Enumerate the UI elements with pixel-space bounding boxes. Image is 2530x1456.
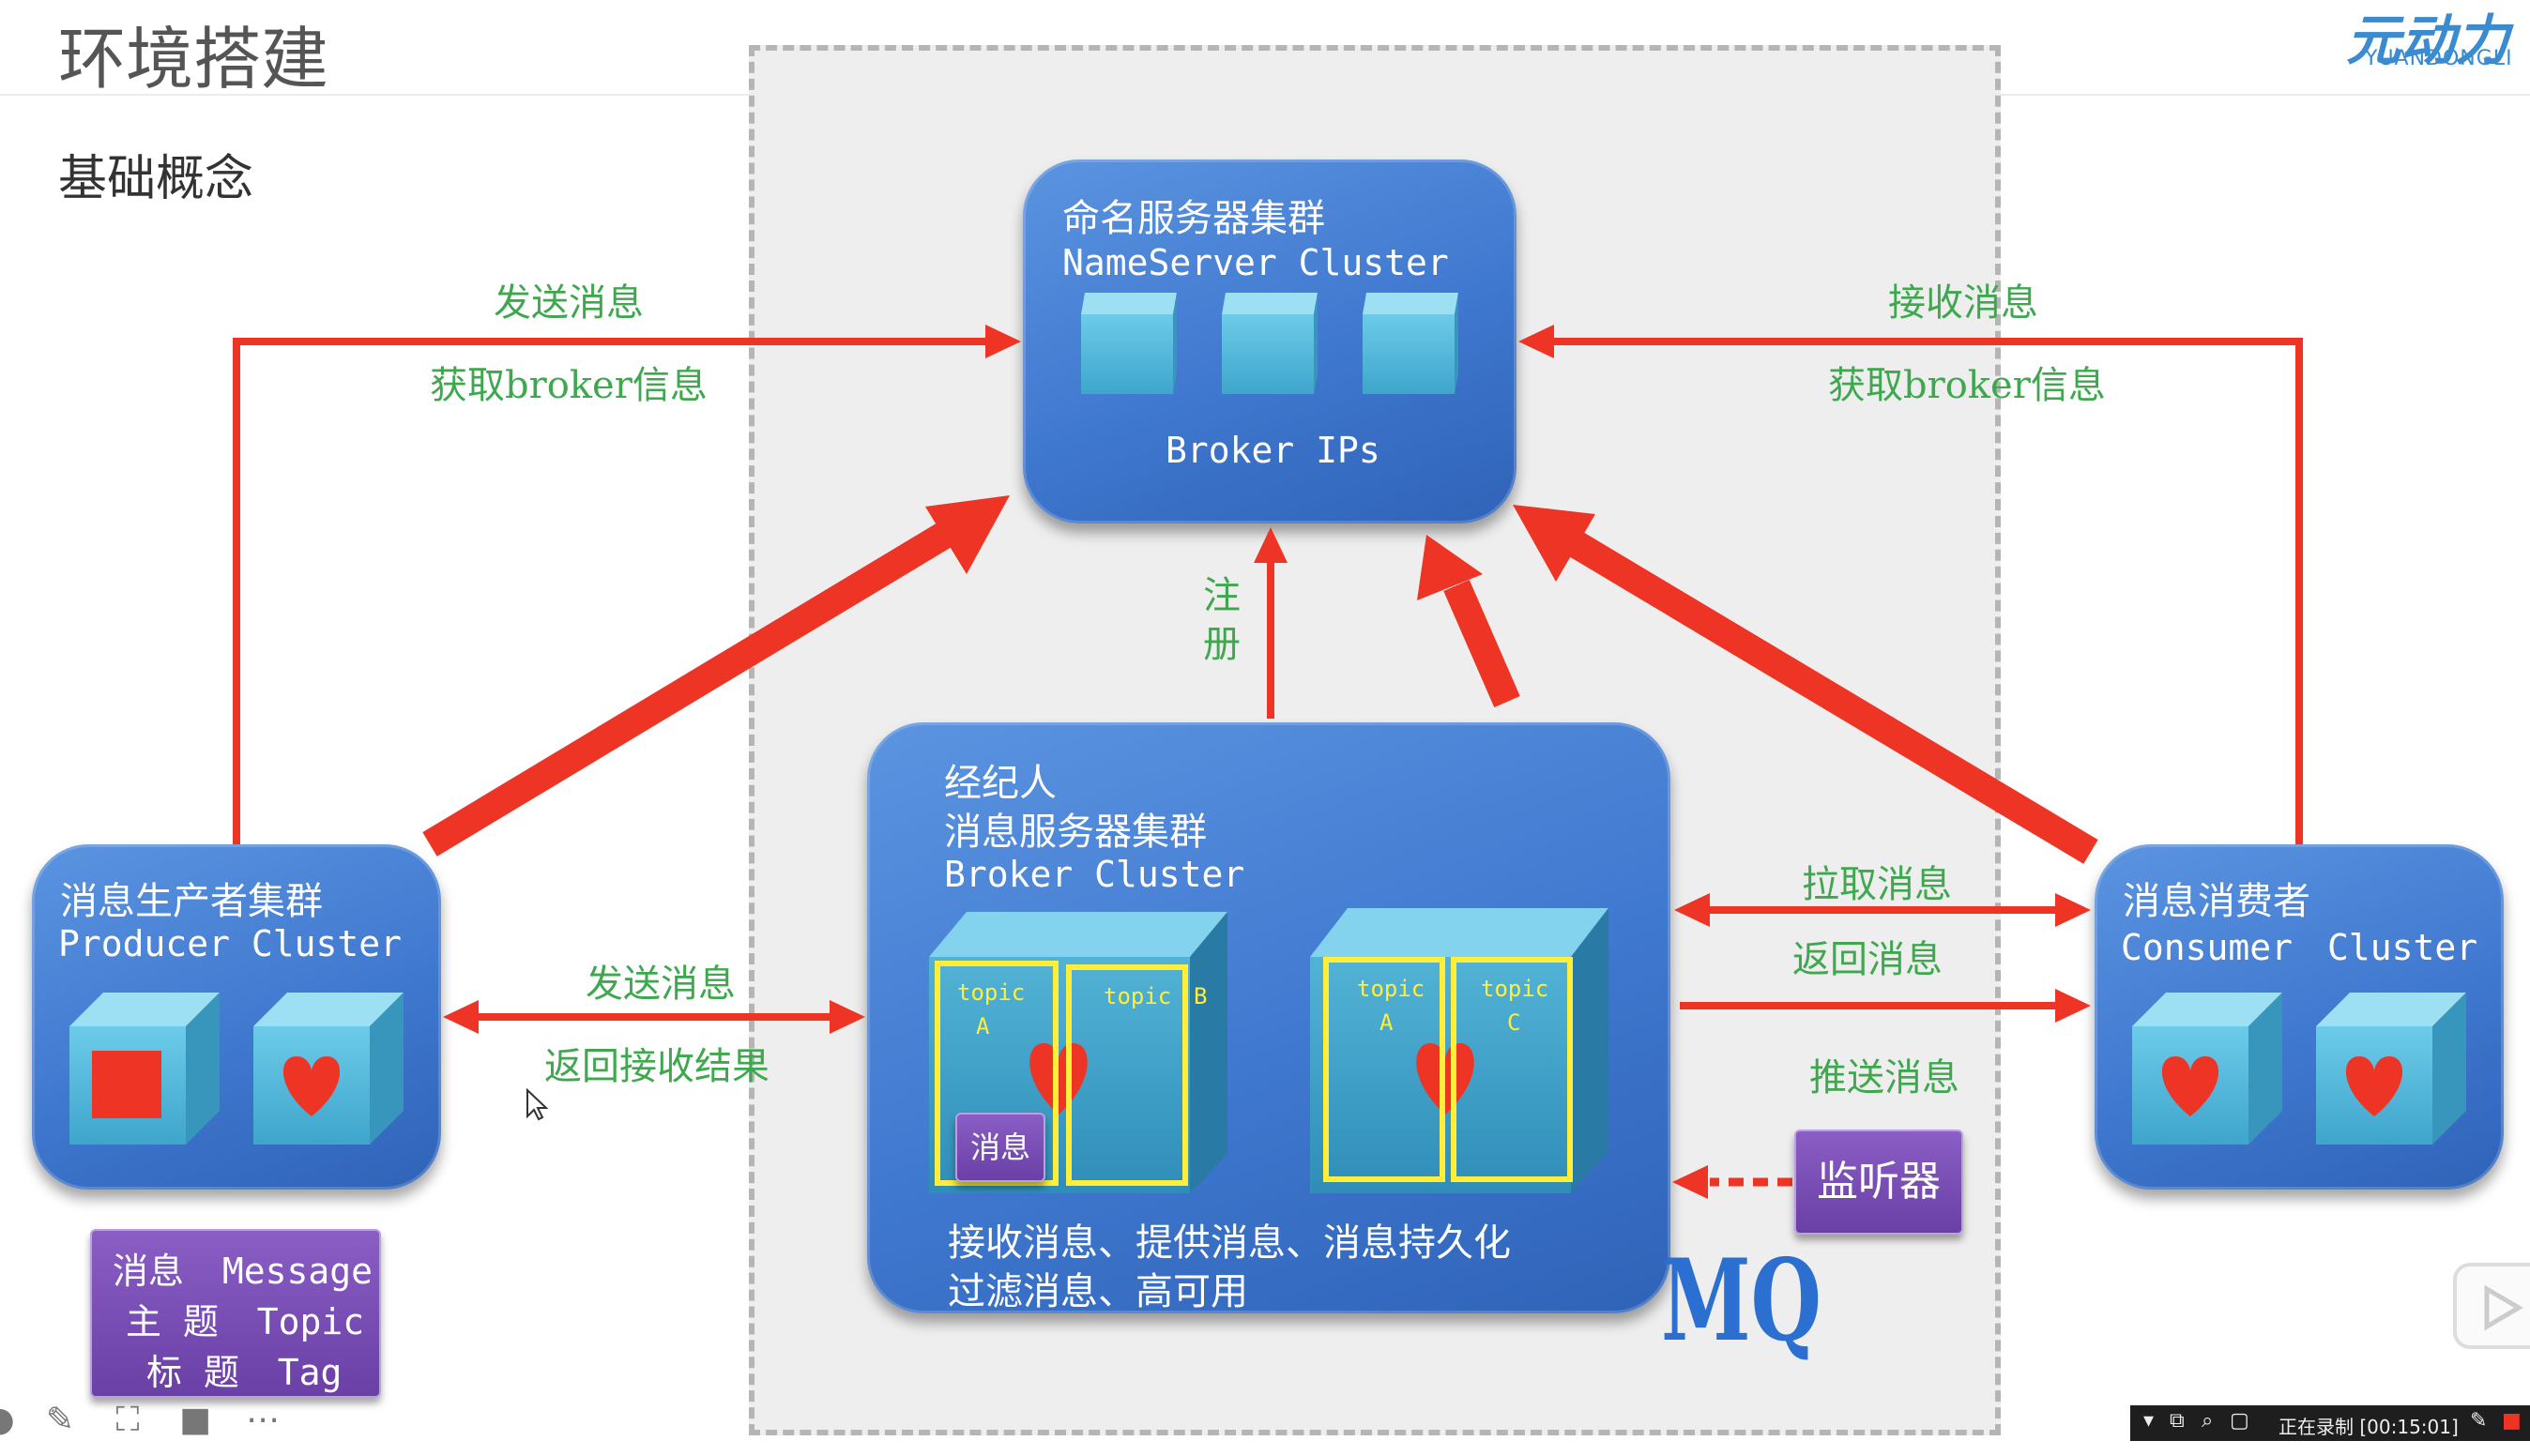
broker-title-line1: 经纪人 <box>944 762 1057 805</box>
producer-title-cn: 消息生产者集群 <box>60 880 323 923</box>
consumer-title-cn: 消息消费者 <box>2123 880 2310 923</box>
legend-line-1-cn: 消息 <box>113 1251 185 1292</box>
consumer-cube-1 <box>2132 993 2282 1145</box>
legend-line-3-cn: 标 题 <box>146 1352 239 1393</box>
legend-line-1: 消息 Message <box>113 1242 373 1294</box>
brand-logo-subtext: YUANDONGLI <box>2365 47 2513 70</box>
legend-line-2-cn: 主 题 <box>126 1301 219 1342</box>
arrowhead-push <box>2055 989 2091 1023</box>
consumer-to-nameserver-arrow <box>1548 338 2303 844</box>
consumer-title-en-2: Cluster <box>2327 927 2478 968</box>
topic-4-word: topic <box>1481 976 1549 1002</box>
arrowhead-producer-left <box>443 1000 479 1034</box>
consumer-cube-2 <box>2316 993 2466 1145</box>
topic-4-letter: C <box>1507 1009 1521 1036</box>
arrowhead-listener <box>1672 1165 1708 1199</box>
broker-desc-line2: 过滤消息、高可用 <box>948 1270 1248 1313</box>
label-pull: 拉取消息 <box>1802 863 1952 906</box>
legend-line-2-en: Topic <box>256 1301 365 1342</box>
toolbar-circle-icon[interactable]: ● <box>0 1402 19 1439</box>
label-producer-send: 发送消息 <box>494 281 644 325</box>
topic-1-word: topic <box>957 979 1026 1006</box>
topic-column-1 <box>935 961 1059 1186</box>
broker-title-line3: Broker Cluster <box>944 854 1245 895</box>
producer-to-nameserver-arrow <box>233 338 993 844</box>
listener-label: 监听器 <box>1817 1158 1941 1206</box>
recbar-dropdown-icon[interactable]: ▾ <box>2143 1409 2155 1433</box>
nameserver-title-en: NameServer Cluster <box>1062 242 1449 283</box>
legend-line-3: 标 题 Tag <box>146 1343 342 1395</box>
section-subtitle: 基础概念 <box>58 151 254 207</box>
recbar-zoom-icon[interactable]: ⌕ <box>2202 1409 2214 1433</box>
topic-column-2 <box>1066 964 1188 1186</box>
broker-title-line2: 消息服务器集群 <box>944 811 1207 854</box>
producer-title-en: Producer Cluster <box>58 923 403 964</box>
label-producer-get-broker: 获取broker信息 <box>430 364 708 407</box>
label-producer-broker-return: 返回接收结果 <box>544 1045 770 1088</box>
legend-line-3-en: Tag <box>277 1352 343 1393</box>
producer-cube-2 <box>253 993 404 1145</box>
legend-line-1-en: Message <box>221 1251 373 1292</box>
message-box-label: 消息 <box>969 1130 1030 1165</box>
arrowhead-register <box>1254 527 1288 563</box>
recbar-stop-icon[interactable]: ■ <box>2502 1409 2522 1433</box>
play-triangle-icon <box>2484 1284 2523 1331</box>
consumer-title-en-1: Consumer <box>2121 927 2294 968</box>
label-return-msg: 返回消息 <box>1792 938 1943 981</box>
nameserver-title-cn: 命名服务器集群 <box>1062 197 1325 240</box>
nameserver-cube-3 <box>1363 293 1458 394</box>
more-options-icon[interactable]: ⋯ <box>246 1401 280 1439</box>
brand-logo: 元动力 <box>2346 8 2510 72</box>
topic-3-word: topic <box>1357 976 1425 1002</box>
recbar-window-icon[interactable]: ⧉ <box>2170 1409 2185 1433</box>
page-title: 环境搭建 <box>58 20 329 99</box>
label-consumer-get-broker: 获取broker信息 <box>1828 364 2106 407</box>
message-box: 消息 <box>955 1113 1045 1182</box>
recbar-fullscreen-icon[interactable]: ▢ <box>2230 1409 2249 1433</box>
broker-desc-line1: 接收消息、提供消息、消息持久化 <box>948 1221 1511 1265</box>
thick-arrow-broker <box>1417 535 1520 707</box>
topic-2-word: topic <box>1104 983 1172 1009</box>
broker-heart-1 <box>1029 1043 1088 1115</box>
arrowhead-pull-left <box>1674 893 1710 927</box>
screenshot-icon[interactable]: ⛶ <box>115 1401 140 1439</box>
topic-2-letter: B <box>1194 983 1208 1009</box>
label-consumer-receive: 接收消息 <box>1888 281 2038 325</box>
recording-status-bar: ▾ ⧉ ⌕ ▢ 正在录制 [00:15:01] ✎ ■ <box>2130 1405 2530 1441</box>
topic-column-4 <box>1451 957 1573 1182</box>
pen-icon[interactable]: ✎ <box>45 1401 75 1439</box>
label-producer-broker-send: 发送消息 <box>586 963 736 1006</box>
recbar-status-text: 正在录制 [00:15:01] <box>2279 1416 2459 1438</box>
recbar-pen-icon[interactable]: ✎ <box>2470 1409 2488 1433</box>
topic-column-3 <box>1323 957 1445 1182</box>
topic-1-letter: A <box>976 1013 990 1039</box>
label-push: 推送消息 <box>1809 1056 1959 1100</box>
broker-heart-2 <box>1416 1043 1474 1115</box>
arrowhead-pull-right <box>2055 893 2091 927</box>
video-camera-icon[interactable]: ■ <box>178 1401 211 1439</box>
listener-box: 监听器 <box>1794 1130 1963 1235</box>
thick-arrow-producer <box>422 495 1010 857</box>
label-register-2: 册 <box>1203 623 1241 666</box>
play-icon[interactable] <box>2453 1263 2530 1349</box>
producer-cube-1 <box>69 993 220 1145</box>
nameserver-cube-1 <box>1081 293 1177 394</box>
nameserver-cube-2 <box>1222 293 1318 394</box>
arrowhead-consumer-ns <box>1518 325 1554 358</box>
mq-label: MQ <box>1661 1235 1821 1367</box>
label-register-1: 注 <box>1203 574 1241 617</box>
nameserver-caption: Broker IPs <box>1166 430 1380 471</box>
topic-3-letter: A <box>1379 1009 1394 1036</box>
arrowhead-producer-ns <box>985 325 1021 358</box>
legend-box: 消息 Message 主 题 Topic 标 题 Tag <box>90 1229 381 1398</box>
arrowhead-broker-right <box>830 1000 865 1034</box>
thick-arrow-consumer <box>1513 505 2098 864</box>
legend-line-2: 主 题 Topic <box>126 1293 364 1344</box>
mouse-cursor <box>526 1088 549 1121</box>
